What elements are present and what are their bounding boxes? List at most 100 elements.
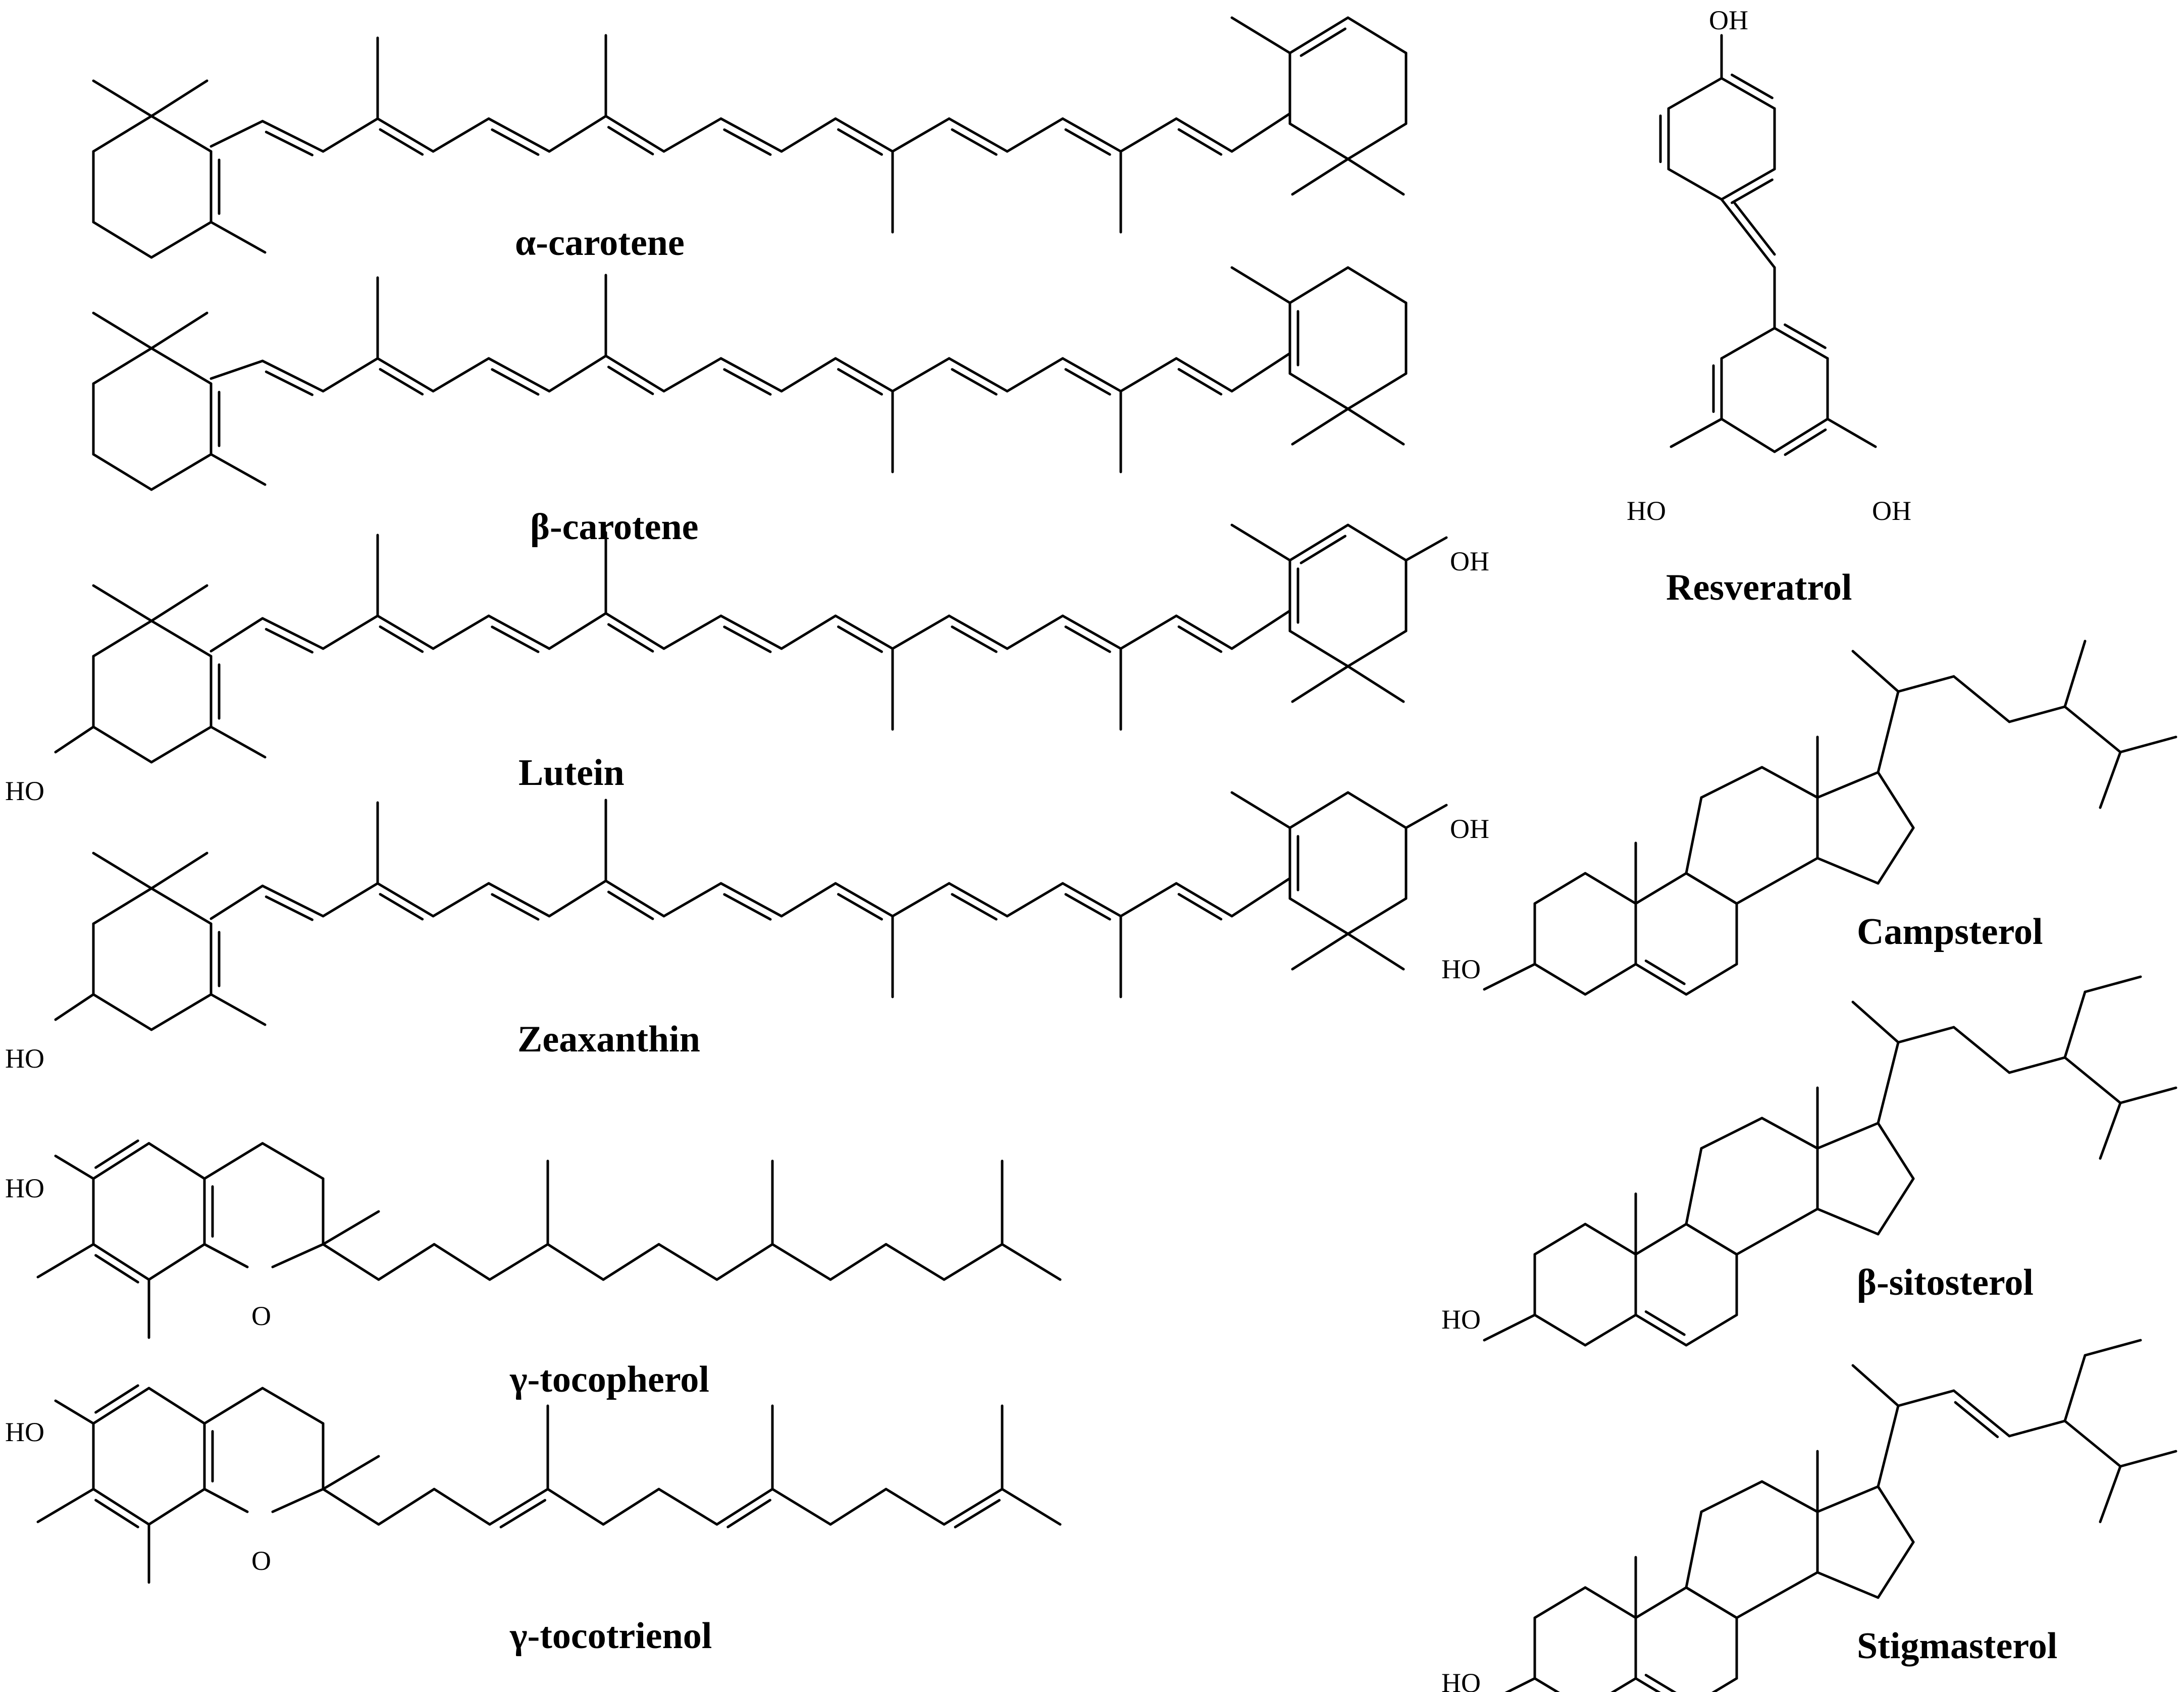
polyene-chain <box>604 612 665 650</box>
double-bond <box>1733 201 1776 256</box>
sterol-ring-a <box>1533 872 1587 905</box>
left-ring <box>150 347 213 385</box>
sterol-ring-d <box>1877 1177 1915 1236</box>
double-bond <box>1064 625 1111 653</box>
aromatic-ring <box>147 1387 206 1425</box>
side-chain <box>1952 1026 2011 1074</box>
zeaxanthin-ho-label: HO <box>5 1043 44 1074</box>
side-chain <box>1897 1389 1955 1407</box>
double-bond <box>265 628 314 654</box>
caption-zeaxanthin: Zeaxanthin <box>517 1019 700 1060</box>
sterol-ring-c <box>1700 1480 1763 1513</box>
polyene-chain <box>1006 614 1064 650</box>
isoprenoid-tail <box>433 1243 491 1281</box>
sterol-ring-b <box>1634 1586 1688 1619</box>
isoprenoid-tail <box>885 1488 946 1526</box>
polyene-chain <box>780 357 837 393</box>
pyran-ring <box>203 1142 264 1180</box>
hydroxy-bond <box>1405 536 1448 562</box>
methyl <box>1291 407 1349 446</box>
methyl <box>92 311 153 350</box>
polyene-chain <box>210 617 264 653</box>
right-ring <box>1346 266 1408 304</box>
methyl <box>2099 1101 2122 1160</box>
polyene-chain <box>548 879 607 918</box>
isoprenoid-tail <box>322 1488 380 1526</box>
methyl <box>1230 791 1291 829</box>
hydroxy-bond <box>1483 1313 1536 1342</box>
methyl <box>1346 407 1405 446</box>
right-ring <box>1288 523 1349 562</box>
double-bond <box>94 1139 139 1169</box>
sterol-ring-d <box>1816 1571 1880 1599</box>
double-bond <box>1064 893 1111 921</box>
left-ring <box>150 725 213 764</box>
isoprenoid-tail <box>488 1243 549 1281</box>
right-ring <box>1346 791 1408 829</box>
pyran-ring <box>271 1488 325 1513</box>
hydroxy-bond <box>1483 963 1536 991</box>
polyene-chain <box>662 357 722 393</box>
methyl <box>1230 266 1291 304</box>
hydroxy-bond <box>1670 417 1723 448</box>
double-bond <box>1299 535 1347 564</box>
polyene-chain <box>1119 882 1178 918</box>
polyene-chain <box>1175 117 1233 153</box>
hydroxy-bond <box>1826 417 1877 448</box>
double-bond <box>607 126 654 155</box>
right-ring <box>1288 16 1349 55</box>
methyl <box>322 1210 380 1246</box>
polyene-chain <box>376 614 435 650</box>
sterol-ring-b <box>1634 1223 1688 1256</box>
sterol-ring-c <box>1760 1480 1819 1513</box>
double-bond <box>723 893 772 921</box>
methyl <box>1291 157 1349 196</box>
methyl <box>2119 1086 2177 1104</box>
double-bond <box>726 1499 771 1528</box>
polyene-chain <box>432 357 490 393</box>
aromatic-ring <box>92 1488 150 1526</box>
aromatic-ring <box>92 1387 150 1425</box>
resorcinol-ring <box>1773 417 1829 453</box>
methyl <box>1230 523 1291 562</box>
double-bond <box>1299 27 1347 57</box>
isoprenoid-tail <box>546 1243 605 1281</box>
double-bond <box>1644 959 1686 985</box>
phenol-ring <box>1667 77 1723 110</box>
polyene-chain <box>1061 117 1122 153</box>
sterol-ring-d <box>1877 771 1915 829</box>
isoprenoid-tail <box>1001 1488 1062 1526</box>
methyl <box>150 311 209 350</box>
left-ring <box>150 221 213 259</box>
polyene-chain <box>548 354 607 393</box>
phenol-ring <box>1720 168 1776 201</box>
right-ring <box>1346 372 1408 410</box>
side-chain <box>2063 1419 2122 1468</box>
polyene-chain <box>1119 117 1178 153</box>
polyene-chain <box>487 614 551 650</box>
polyene-chain <box>432 614 490 650</box>
double-bond <box>1064 128 1111 156</box>
polyene-chain <box>1230 352 1291 393</box>
left-ring <box>92 993 153 1031</box>
right-ring <box>1288 897 1349 935</box>
sterol-ring-c <box>1700 766 1763 799</box>
hydroxy-bond <box>1504 1677 1536 1692</box>
polyene-chain <box>948 117 1009 153</box>
phenol-ring <box>1720 77 1776 110</box>
polyene-chain <box>261 120 325 153</box>
caption-resveratrol: Resveratrol <box>1666 567 1852 608</box>
hydroxy-bond <box>54 1399 95 1425</box>
double-bond <box>607 365 654 395</box>
vinyl <box>1720 198 1776 269</box>
right-ring <box>1288 629 1349 668</box>
sterol-ring-a <box>1533 963 1587 996</box>
polyene-chain <box>1006 117 1064 153</box>
left-ring <box>92 115 153 153</box>
side-chain <box>2063 705 2122 754</box>
sterol-ring-d <box>1816 1122 1880 1150</box>
double-bond <box>723 128 772 156</box>
ethyl <box>2063 990 2087 1059</box>
campesterol-ho-label: HO <box>1441 954 1481 984</box>
double-bond <box>491 128 540 156</box>
